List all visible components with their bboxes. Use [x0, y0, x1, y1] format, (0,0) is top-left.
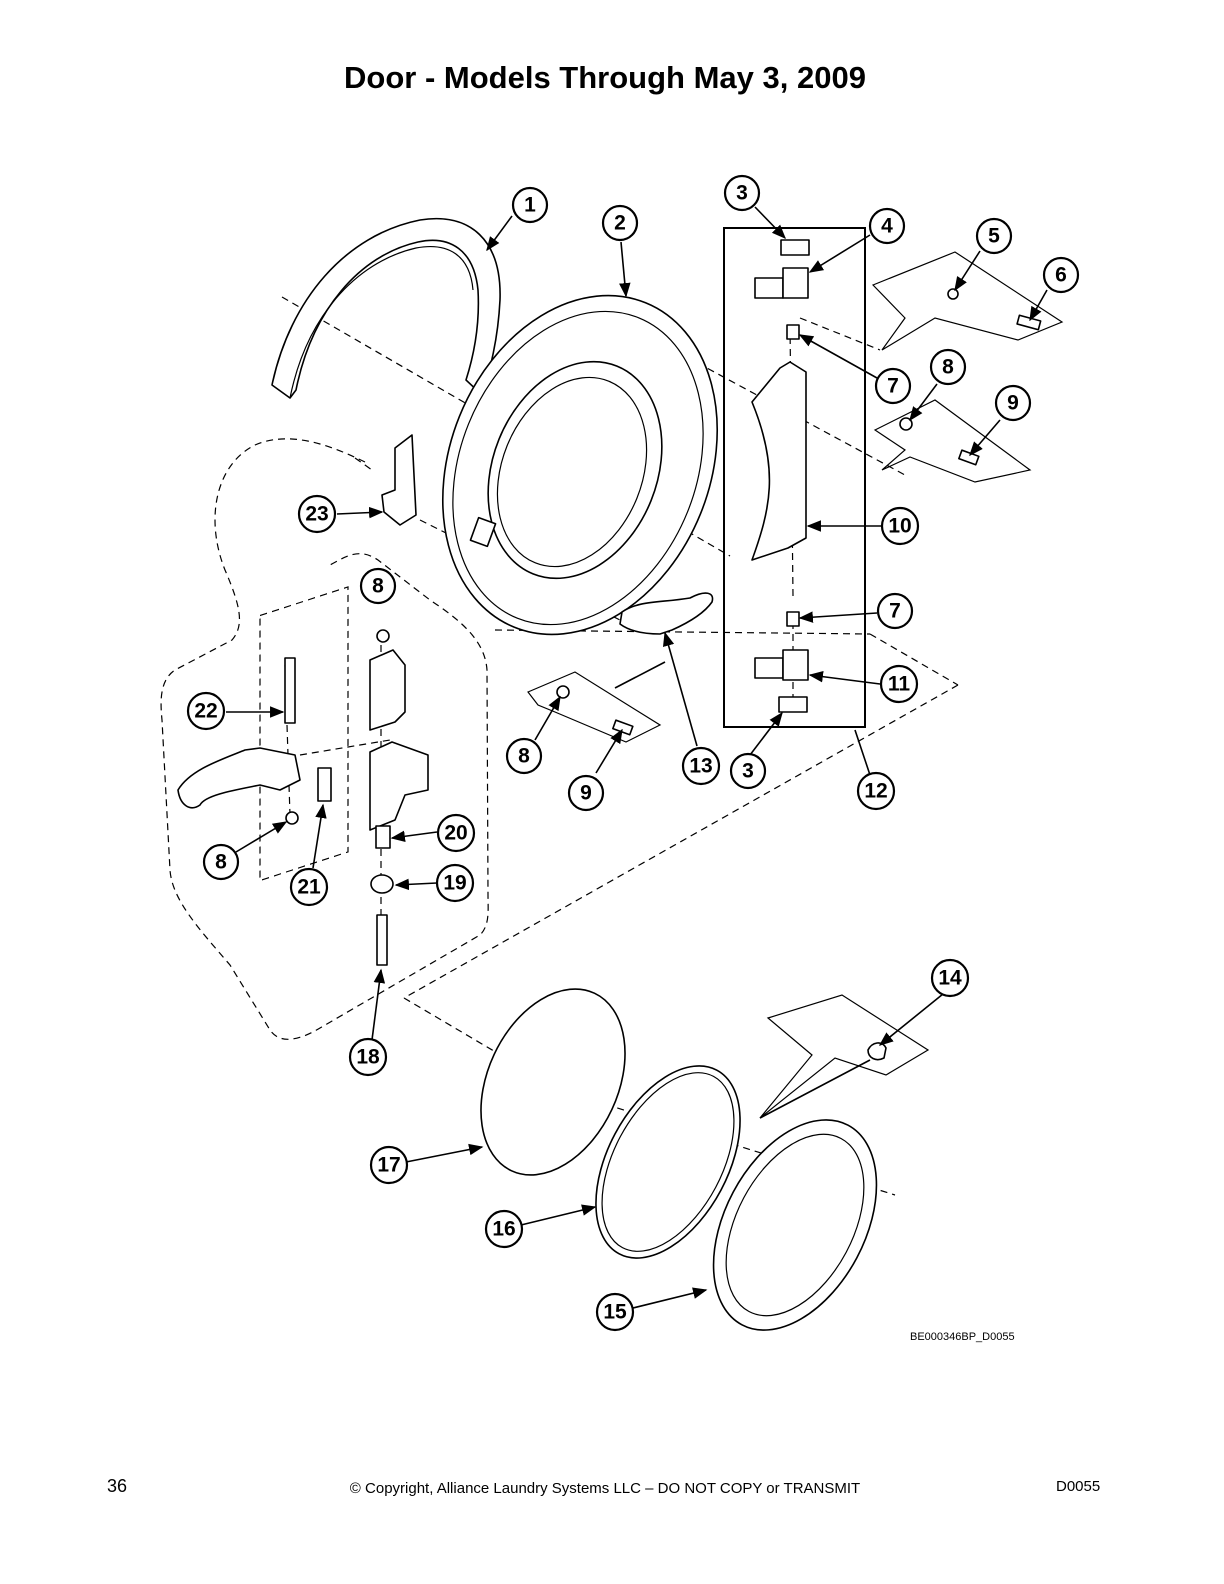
callout-8-right: 8: [929, 348, 967, 386]
svg-text:21: 21: [297, 876, 321, 899]
callout-16: 16: [484, 1209, 524, 1249]
svg-text:19: 19: [443, 872, 466, 895]
svg-text:11: 11: [888, 673, 911, 696]
copyright-notice: © Copyright, Alliance Laundry Systems LL…: [349, 1480, 861, 1497]
svg-text:20: 20: [444, 822, 467, 845]
hinge-cube-upper: [782, 267, 809, 299]
svg-text:9: 9: [1007, 392, 1019, 415]
callout-5: 5: [975, 217, 1013, 255]
fastener-panel-5-6: [871, 251, 1064, 351]
callout-10: 10: [880, 506, 920, 546]
latch-spacer-part: [317, 767, 332, 802]
hinge-bracket-part: [381, 434, 417, 526]
latch-nut-upper: [376, 629, 390, 643]
svg-text:16: 16: [492, 1218, 515, 1241]
svg-text:12: 12: [864, 780, 887, 803]
svg-text:10: 10: [888, 515, 911, 538]
fastener-panel-8-9-lower: [527, 671, 662, 743]
hinge-block-lower: [754, 657, 784, 679]
door-glass-part: [480, 988, 626, 1176]
leader-arrows: [226, 206, 1048, 1309]
callout-6: 6: [1042, 256, 1080, 294]
latch-spring-part: [375, 825, 391, 849]
callout-8-latch-top: 8: [359, 567, 397, 605]
hinge-bushing-lower: [786, 611, 800, 627]
window-retaining-ring-part: [712, 1119, 878, 1331]
latch-cam-part: [370, 874, 394, 894]
hinge-bushing-upper: [786, 324, 800, 340]
callout-9-mid: 9: [567, 774, 605, 812]
callout-22: 22: [186, 691, 226, 731]
hinge-assembly-box: [723, 227, 866, 728]
latch-pin-part: [284, 657, 296, 724]
callout-15: 15: [595, 1292, 635, 1332]
svg-text:23: 23: [305, 503, 328, 526]
fastener-panel-14: [759, 994, 930, 1119]
callout-8-latch-bottom: 8: [202, 843, 240, 881]
callout-7-lower: 7: [876, 592, 914, 630]
door-gasket-part: [271, 217, 501, 399]
svg-text:3: 3: [742, 760, 754, 783]
callout-4: 4: [868, 207, 906, 245]
callout-14: 14: [930, 958, 970, 998]
callout-17: 17: [369, 1145, 409, 1185]
hinge-cap-lower: [778, 696, 808, 713]
page-number: 36: [107, 1476, 128, 1496]
callout-9-right: 9: [994, 384, 1032, 422]
hinge-plate-part: [751, 361, 807, 561]
door-ring-part: [441, 294, 719, 636]
callout-21: 21: [289, 867, 329, 907]
svg-text:1: 1: [524, 194, 536, 217]
svg-text:15: 15: [603, 1301, 627, 1324]
svg-text:18: 18: [356, 1046, 380, 1069]
svg-text:4: 4: [881, 215, 893, 238]
hinge-block-upper: [754, 277, 784, 299]
hinge-cap-upper: [780, 239, 810, 256]
callout-7-upper: 7: [874, 367, 912, 405]
document-code: D0055: [1056, 1478, 1101, 1495]
callout-20: 20: [436, 813, 476, 853]
latch-nut-lower: [285, 811, 299, 825]
latch-plate-lower: [369, 741, 429, 831]
svg-text:9: 9: [580, 782, 592, 805]
callout-1: 1: [511, 186, 549, 224]
svg-text:8: 8: [215, 851, 227, 874]
callout-3-bottom: 3: [729, 752, 767, 790]
svg-text:3: 3: [736, 182, 748, 205]
callout-18: 18: [348, 1037, 388, 1077]
svg-text:8: 8: [372, 575, 384, 598]
svg-text:5: 5: [988, 225, 1000, 248]
latch-shaft-part: [376, 914, 388, 966]
svg-text:17: 17: [377, 1154, 400, 1177]
callout-2: 2: [601, 204, 639, 242]
glass-gasket-part: [595, 1065, 741, 1259]
door-handle-part: [619, 592, 714, 635]
svg-text:6: 6: [1055, 264, 1067, 287]
svg-text:13: 13: [689, 755, 712, 778]
callout-13: 13: [681, 746, 721, 786]
hinge-cube-lower: [782, 649, 809, 681]
page-title: Door - Models Through May 3, 2009: [344, 60, 866, 95]
svg-text:2: 2: [614, 212, 626, 235]
latch-handle-part: [177, 747, 301, 809]
latch-plate-upper: [369, 649, 406, 731]
svg-text:8: 8: [942, 356, 954, 379]
svg-text:14: 14: [938, 967, 962, 990]
callout-8-mid: 8: [505, 737, 543, 775]
svg-text:22: 22: [194, 700, 217, 723]
svg-text:7: 7: [889, 600, 901, 623]
latch-subdetail-box: [259, 586, 349, 882]
callout-12: 12: [856, 771, 896, 811]
svg-text:8: 8: [518, 745, 530, 768]
callout-23: 23: [297, 494, 337, 534]
latch-detail-outline: [160, 438, 489, 1040]
drawing-code: BE000346BP_D0055: [910, 1331, 1015, 1343]
callout-19: 19: [435, 863, 475, 903]
fastener-panel-8-9-upper: [873, 399, 1032, 483]
svg-text:7: 7: [887, 375, 899, 398]
callout-3-top: 3: [723, 174, 761, 212]
callout-11: 11: [879, 664, 919, 704]
